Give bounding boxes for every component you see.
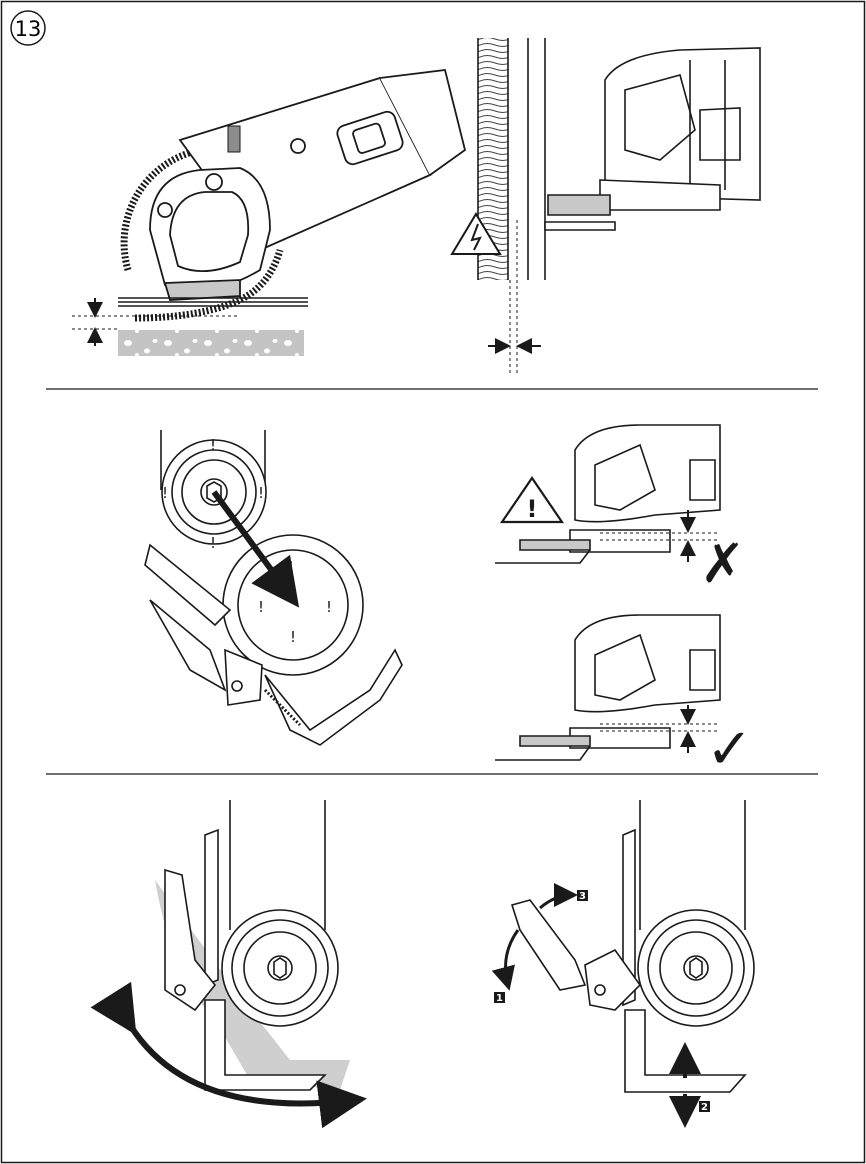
svg-text:!: ! xyxy=(210,534,216,552)
screw-icon xyxy=(206,174,222,190)
svg-text:!: ! xyxy=(290,628,296,646)
correct-installation-illustration xyxy=(495,615,720,760)
svg-text:!: ! xyxy=(162,484,168,502)
lever-steps-illustration xyxy=(512,800,754,1092)
svg-text:2: 2 xyxy=(701,1102,708,1113)
tool-depth-illustration xyxy=(118,70,465,318)
wall-cut-illustration xyxy=(478,38,760,376)
svg-text:3: 3 xyxy=(579,891,586,902)
svg-text:!: ! xyxy=(210,436,216,454)
lever-swing-illustration xyxy=(155,800,350,1090)
svg-text:!: ! xyxy=(258,484,264,502)
warning-triangle-icon: ! xyxy=(502,478,562,523)
stone-surface xyxy=(118,330,304,356)
svg-text:!: ! xyxy=(326,598,332,616)
wrong-mark-icon: ✗ xyxy=(700,532,745,595)
figure-number-badge: 13 xyxy=(11,11,45,45)
svg-text:!: ! xyxy=(527,495,538,523)
svg-text:!: ! xyxy=(258,598,264,616)
svg-text:!: ! xyxy=(288,558,294,576)
accessory-mount-illustration xyxy=(145,430,402,745)
figure-number: 13 xyxy=(15,17,42,41)
svg-text:1: 1 xyxy=(496,993,503,1004)
correct-mark-icon: ✓ xyxy=(706,717,753,782)
